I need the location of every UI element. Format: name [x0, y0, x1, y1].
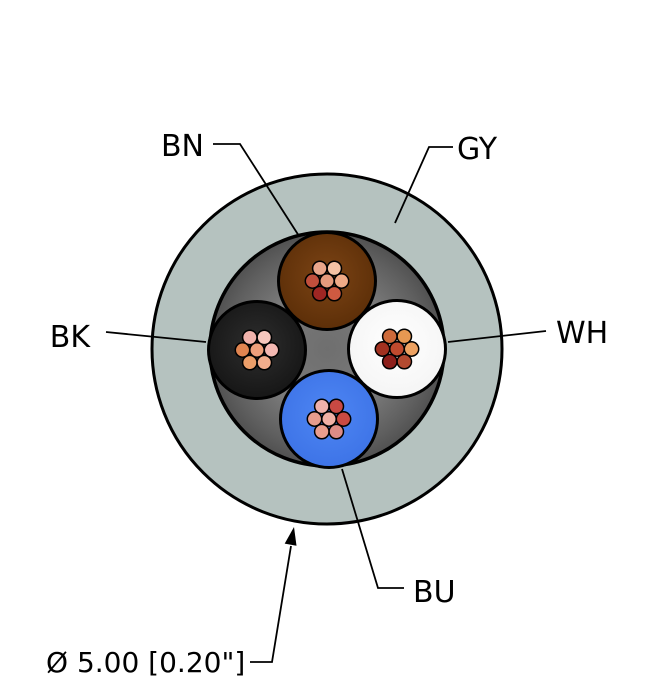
label-wh: WH — [556, 316, 608, 351]
label-bn: BN — [161, 129, 204, 164]
copper-strand — [263, 342, 280, 358]
copper-strand — [304, 273, 321, 289]
dimension-arrowhead-icon — [284, 527, 297, 546]
copper-strand — [306, 411, 323, 427]
copper-strand — [381, 353, 398, 370]
leader-bk — [105, 331, 207, 343]
copper-strands-layer — [234, 260, 420, 440]
leader-bu — [341, 468, 404, 589]
leader-dimension — [250, 545, 292, 663]
copper-strand — [256, 354, 273, 371]
copper-strand — [241, 354, 258, 371]
copper-strand — [328, 423, 345, 440]
copper-strand — [256, 329, 273, 346]
copper-strand — [374, 341, 391, 357]
leader-bn — [213, 143, 300, 237]
label-bu: BU — [413, 575, 456, 610]
copper-strand — [234, 342, 251, 358]
copper-strand — [396, 328, 413, 345]
leader-gy — [394, 146, 453, 224]
label-bk: BK — [50, 320, 92, 355]
copper-strand — [333, 273, 350, 289]
copper-strand — [311, 285, 328, 302]
copper-strand — [335, 411, 352, 427]
copper-strand — [326, 260, 343, 277]
copper-strand — [326, 285, 343, 302]
label-outer-diameter: Ø 5.00 [0.20"] — [46, 646, 245, 679]
copper-strand — [381, 328, 398, 345]
leader-wh — [447, 330, 547, 343]
copper-strand — [396, 353, 413, 370]
copper-strand — [313, 423, 330, 440]
label-gy: GY — [457, 132, 498, 167]
copper-strand — [241, 329, 258, 346]
copper-strand — [311, 260, 328, 277]
copper-strand — [328, 398, 345, 415]
copper-strand — [403, 341, 420, 357]
copper-strand — [313, 398, 330, 415]
